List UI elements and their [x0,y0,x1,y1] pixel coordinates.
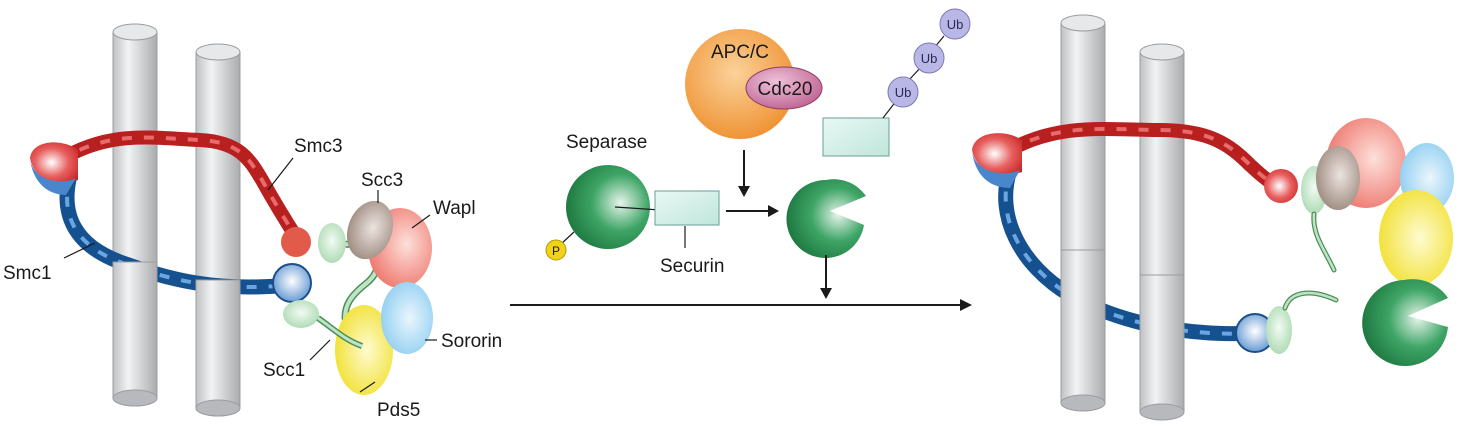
label-wapl: Wapl [433,198,476,219]
smc3-coiled-coil [53,130,305,247]
label-smc1: Smc1 [3,263,52,284]
dna-cylinder-1-front [112,261,158,399]
ubiquitin-1 [887,76,919,108]
label-smc3: Smc3 [294,136,343,157]
apcc-complex [685,29,795,139]
center-panel-separase-activation: APC/C Cdc20 Separase Securin P Ub Ub Ub [510,8,972,311]
pds5-released [1379,190,1453,286]
cdc20-protein [745,66,823,110]
sororin-protein [381,282,433,354]
scc3-released [1316,146,1360,210]
dna-cylinder-2-front [195,279,241,409]
label-scc1: Scc1 [263,360,305,381]
separase-active-right [1362,279,1448,366]
scc3-protein [346,200,394,260]
label-ub-2: Ub [921,51,938,66]
label-sororin: Sororin [441,331,502,352]
securin-bound [654,190,720,226]
label-apcc: APC/C [711,42,769,63]
label-pds5: Pds5 [377,400,420,421]
smc1-coiled-coil-right [998,162,1260,342]
hinge-domain-right [972,133,1022,188]
left-panel-intact-cohesin: Smc3 Scc3 Wapl Smc1 Sororin Scc1 Pds5 [3,23,502,421]
separase-inactive [566,165,650,249]
scc1-fragment-c [1266,306,1292,354]
securin-ubiquitinated [822,117,890,157]
smc1-coiled-coil [59,167,298,295]
label-scc3: Scc3 [361,170,403,191]
phosphate-group [545,239,567,261]
ubiquitin-2 [913,42,945,74]
scc1-c-terminal [283,300,319,328]
right-panel-cleaved-cohesin [972,14,1454,421]
label-ub-1: Ub [895,85,912,100]
scc1-n-terminal [318,223,346,263]
pds5-protein [335,305,393,395]
label-phospho: P [552,244,560,258]
label-securin: Securin [660,256,724,277]
smc1-head [272,263,312,303]
label-cdc20: Cdc20 [758,79,813,100]
label-separase: Separase [566,132,647,153]
hinge-domain [30,142,78,195]
ubiquitin-3 [939,8,971,40]
smc3-head [281,227,311,257]
smc3-head-right [1264,169,1298,203]
label-ub-3: Ub [947,17,964,32]
separase-active [786,179,866,258]
